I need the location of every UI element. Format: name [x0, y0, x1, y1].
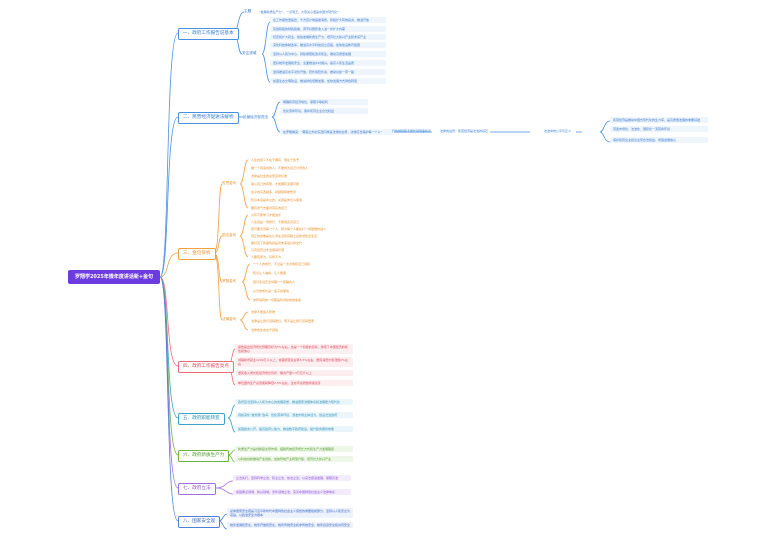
s1-leaf: 实施积极的财政政策，调节好居民收入进一步扩大内需 — [270, 26, 386, 33]
s3-quote: 我们要善待每一个人，因为每个人都在打一场艰难的战斗 — [251, 227, 327, 231]
s1-leaf: 在工作报告里提出：千方百计地提振消费，积极扩大有效投资，推进开放 — [270, 17, 386, 24]
mindmap-root[interactable]: 罗翔学2025年微年度讲话新+金句 — [68, 270, 160, 284]
s3-quote: 心灵的成长是一辈子的事情 — [253, 289, 290, 293]
section-4-title[interactable]: 四、政府工作报告亮点 — [178, 361, 234, 373]
s3-quote: 在乎的东西越多，就越容易被伤害 — [251, 190, 297, 194]
s3-quote: 我们永远无法叫醒一个装睡的人 — [253, 280, 296, 284]
s3-group-2: 励志金句 — [222, 233, 237, 237]
s1-topic-text: “发展新质生产力”，一谈到王，大家关心更是中国式现代化“ — [259, 10, 339, 14]
s3-quote: 只有经历过才会懂得珍惜 — [251, 248, 285, 252]
s2-leaf: 优化营商环境，保护民营企业合法权益 — [280, 108, 368, 115]
s3-group-1: 哲思金句 — [222, 181, 237, 185]
s2-chain-step: 法治中的公平与正义 — [544, 129, 572, 133]
s3-quote: 真正的勇敢是在认清生活的真相之后依然热爱生活 — [251, 234, 318, 238]
s5-leaf: 政府应当坚持以人民为中心的发展思想，推进国家治理体系和治理能力现代化 — [235, 399, 353, 406]
s4-leaf: 单位国内生产总值能耗降低2.5%左右，生态环境质量持续改善 — [235, 380, 353, 387]
s4-leaf: 报告提出经济增长预期目标为5%左右，这是一个积极的目标，体现了中国经济的韧性和信… — [235, 344, 353, 355]
s1-leaf: 更好统筹发展和安全，全面推进乡村振兴，提高人民生活品质 — [270, 60, 386, 67]
s2-chain-intro: 在罗翔看来：“罪恶之外的东西同样是法律的边界，法律应当保护每一个人” — [280, 129, 394, 136]
section-3-title[interactable]: 三、金句赏析 — [178, 248, 216, 260]
s1-leaf: 深化科技体制改革，推进高水平科技自立自强，加快建设教育强国 — [270, 42, 386, 49]
s3-quote: 你所得到的一切都是时间给你的答案 — [253, 298, 302, 302]
s3-quote: 承认自己的有限，才能拥有无限可能 — [251, 182, 300, 186]
section-1-title[interactable]: 一、政府工作报告说基本 — [178, 28, 239, 40]
s3-quote: 人生就是一场修行，不断地完善自己 — [251, 220, 300, 224]
s3-group-3: 罗翔金句 — [222, 279, 237, 283]
s3-quote: 法律是社会的最低道德标准 — [251, 174, 288, 178]
s1-leaf: 加强生态文明建设，推进绿色低碳发展，加快发展方式绿色转型 — [270, 78, 386, 85]
s8-leaf: 统筹发展和安全，统筹开放和安全，统筹传统安全和非传统安全，统筹自身安全和共同安全 — [227, 522, 353, 529]
s3-quote: 人要有所为，有所不为 — [251, 255, 282, 259]
s1-group-label: 关注领域 — [242, 51, 257, 55]
s2-right-leaf: 民营经济是推动中国式现代化的生力军，是高质量发展的重要基础 — [610, 117, 708, 124]
s3-quote: 只有不断学习才能进步 — [251, 213, 282, 217]
s4-leaf: 城镇新增就业1200万人以上，城镇调查失业率5.5%左右，居民消费价格涨幅2%左… — [235, 357, 353, 368]
s6-leaf: 以科技创新推动产业创新，加快传统产业转型升级，培育壮大新兴产业 — [235, 456, 353, 463]
s3-quote: 做好当下的事情就是对未来最好的交代 — [251, 241, 303, 245]
s3-quote: 知识本身是中立的，关键是你怎么使用 — [251, 198, 303, 202]
s3-group-4: 法律金句 — [222, 317, 237, 321]
s2-leaf: 明确民营经济地位，保障平等权利 — [280, 99, 368, 106]
s2-right-leaf: 营造市场化、法治化、国际化一流营商环境 — [610, 126, 708, 133]
section-6-title[interactable]: 六、政府新质生产力 — [178, 450, 230, 462]
s6-leaf: 新质生产力是创新起主导作用，摆脱传统经济增长方式和生产力发展路径 — [235, 446, 353, 453]
s5-leaf: 加强政务公开，提高政府公信力，推进数字政府建设，提升政务服务效能 — [235, 426, 353, 433]
s5-leaf: 持续深化“放管服”改革，优化营商环境，激发市场主体活力，建设法治政府 — [235, 412, 353, 419]
s1-leaf: 坚持推进高水平对外开放，稳外贸稳外资，推动共建一带一路 — [270, 69, 386, 76]
section-7-title[interactable]: 七、政府立法 — [178, 483, 216, 495]
section-5-title[interactable]: 五、政府职能转变 — [178, 413, 225, 425]
s8-leaf: 总体国家安全观是习近平新时代中国特色社会主义思想的重要组成部分，坚持以人民安全为… — [227, 508, 353, 519]
s4-leaf: 居民收入增长和经济增长同步，粮食产量1.3万亿斤以上 — [235, 370, 353, 377]
s1-leaf: 稳定和扩大就业，加快发展新质生产力，培育壮大新兴产业和未来产业 — [270, 34, 386, 41]
s7-leaf: 加强重点领域、新兴领域、涉外领域立法，完善中国特色社会主义法律体系 — [233, 489, 351, 496]
s3-quote: 做一个有底线的人，不要成为自己讨厌的人 — [251, 166, 309, 170]
s3-quote: 知识让人谦卑，让人敬畏 — [253, 271, 287, 275]
s3-quote: 法律是让我们活得更好，而不是让我们活得更累 — [251, 319, 315, 323]
section-2-title[interactable]: 二、民营经济促进法解析 — [178, 112, 239, 124]
s7-leaf: 立法先行，坚持科学立法、民主立法、依法立法，以良法促进发展、保障善治 — [233, 475, 351, 482]
s3-quote: 法律的生命在于经验 — [251, 328, 279, 332]
s2-right-leaf: 保护民营企业和企业家合法权益，增强发展信心 — [610, 137, 708, 144]
s3-quote: 要有勇气去面对真实的自己 — [251, 206, 288, 210]
s1-topic-label: 主题 — [244, 9, 252, 13]
s2-chain-step: 行政规则所不能代替刑事处罚 — [392, 129, 432, 133]
s2-node: 民营经济促进法 — [243, 115, 269, 119]
section-8-title[interactable]: 八、国家安全观 — [178, 516, 221, 528]
s3-quote: 法律不能强人所难 — [251, 310, 276, 314]
s1-leaf: 坚持以人民为中心，持续保障和改善民生，推动高质量发展 — [270, 51, 386, 58]
s3-quote: 人生的意义不在于拥有，而在于给予 — [251, 158, 300, 162]
s3-quote: 一个人的成长，不过是一次次地和自己讲和 — [253, 262, 311, 266]
s2-chain-step: 法律的边界：民营经济是法治的基石 — [440, 129, 489, 133]
